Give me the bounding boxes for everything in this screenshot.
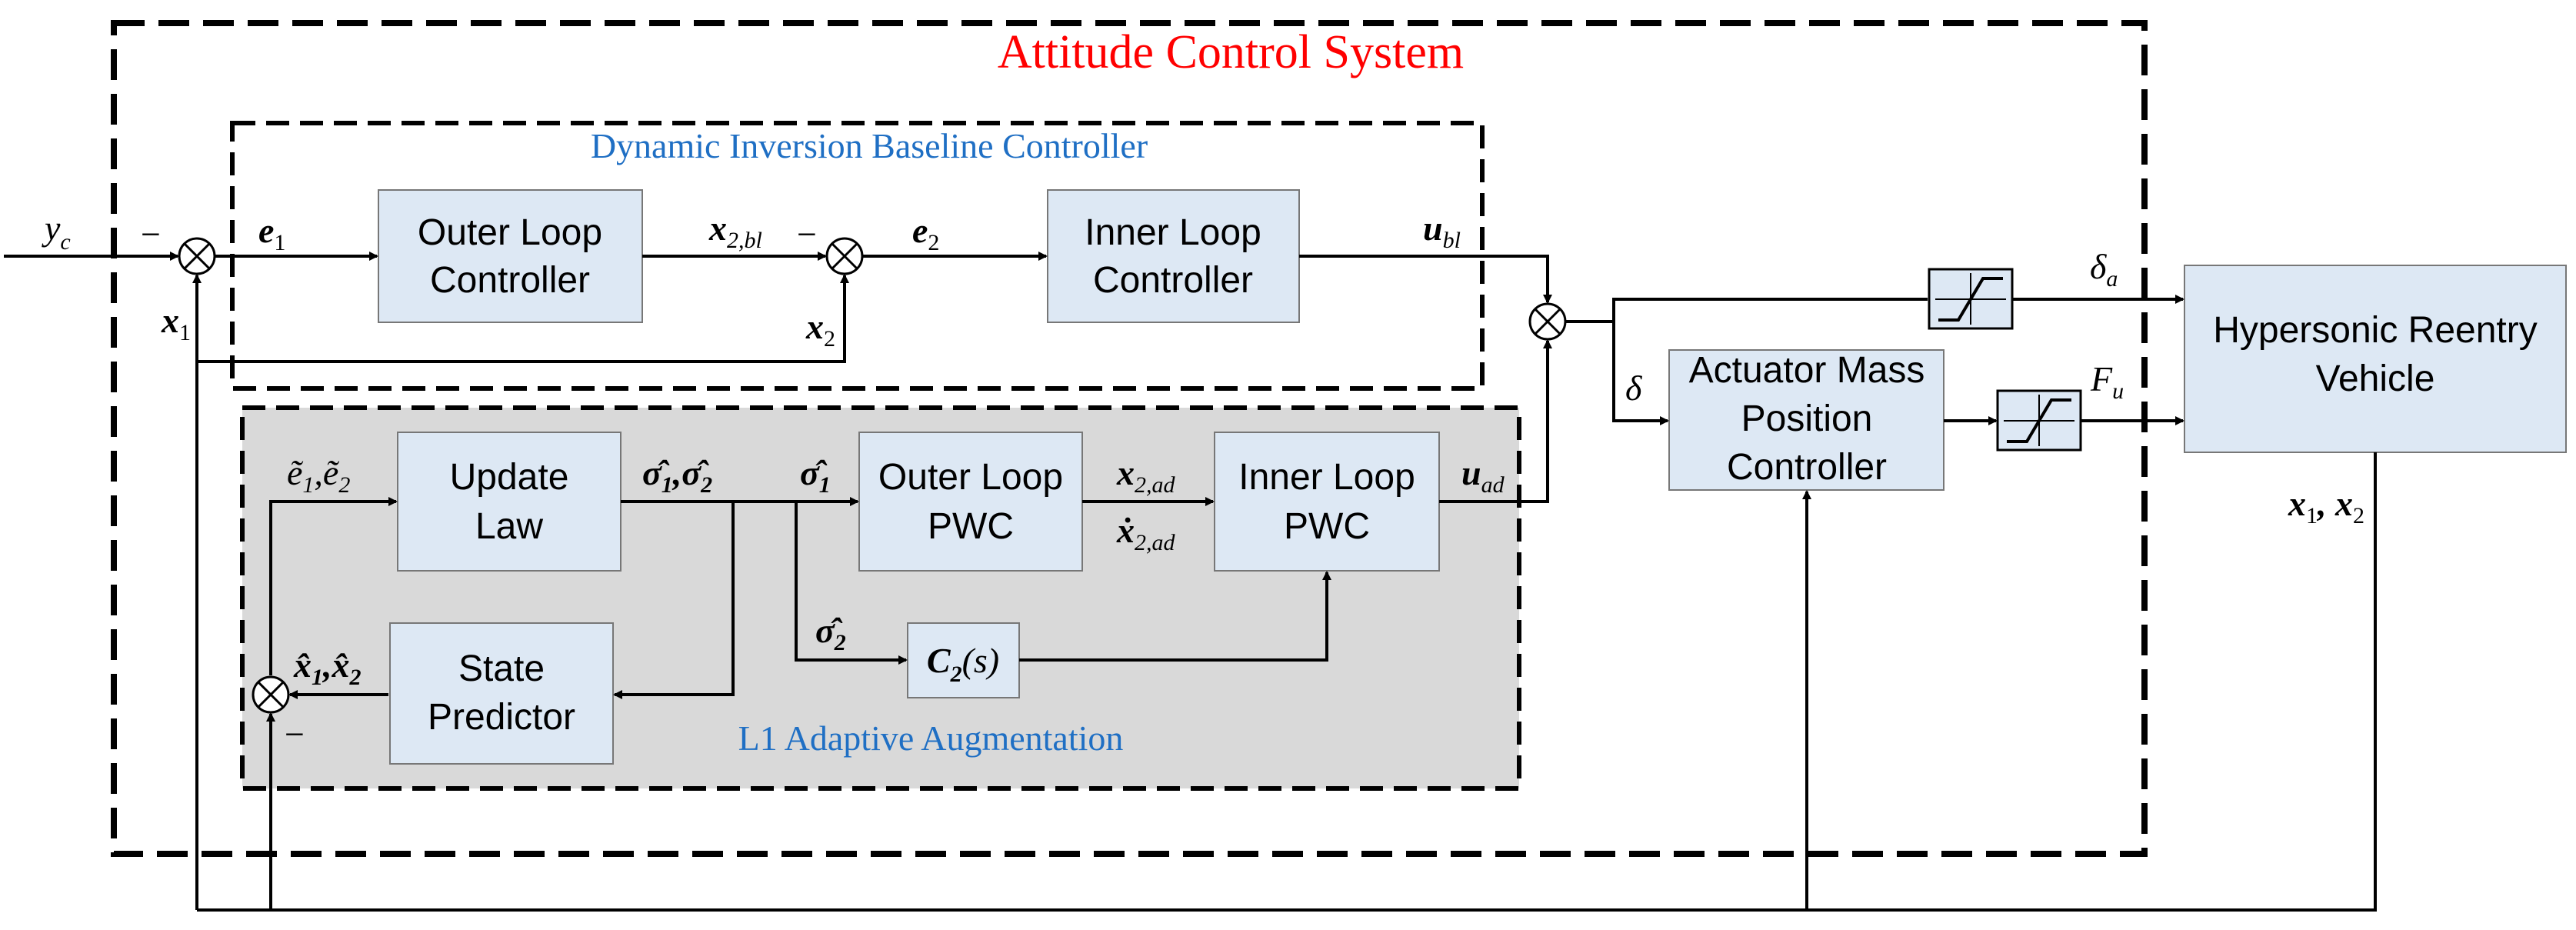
label-x2ad-dot: ẋ2,ad	[1116, 511, 1176, 555]
label-minus-sum1: −	[141, 215, 161, 254]
svg-text:Actuator Mass: Actuator Mass	[1689, 350, 1925, 391]
label-yc: yc	[42, 208, 71, 255]
label-uad: uad	[1461, 453, 1505, 498]
saturation-block-fu	[1996, 389, 2082, 452]
label-ubl: ubl	[1423, 208, 1461, 253]
label-e2: e2	[912, 211, 939, 255]
baseline-controller-title: Dynamic Inversion Baseline Controller	[591, 126, 1148, 165]
label-minus-sum4: −	[285, 715, 305, 754]
svg-text:Law: Law	[475, 506, 543, 547]
svg-text:Controller: Controller	[430, 260, 590, 301]
update-law-block: Update Law	[397, 432, 622, 572]
outer-loop-controller-block: Outer Loop Controller	[378, 189, 643, 323]
connection-lines	[4, 252, 2377, 912]
inner-loop-controller-block: Inner Loop Controller	[1047, 189, 1300, 323]
label-minus-sum2: −	[797, 215, 817, 254]
saturation-block-delta-a	[1928, 268, 2014, 330]
svg-text:Predictor: Predictor	[428, 697, 575, 738]
inner-loop-pwc-block: Inner Loop PWC	[1214, 432, 1440, 572]
sum-junction-3	[1528, 302, 1567, 341]
hypersonic-reentry-vehicle-block: Hypersonic Reentry Vehicle	[2184, 265, 2567, 453]
attitude-control-system-title: Attitude Control System	[998, 26, 1464, 78]
svg-text:Outer Loop: Outer Loop	[878, 457, 1063, 498]
label-x1x2: x1, x2	[2288, 484, 2364, 528]
sum-junction-2	[825, 237, 864, 275]
adaptive-augmentation-title: L1 Adaptive Augmentation	[738, 718, 1124, 758]
svg-text:PWC: PWC	[928, 506, 1014, 547]
sum-junction-4	[252, 675, 290, 714]
label-fu: Fu	[2090, 359, 2124, 404]
label-x2ad: x2,ad	[1116, 453, 1176, 498]
label-x2: x2	[805, 307, 835, 352]
c2-filter-block: C2(s)	[907, 622, 1020, 698]
label-sigmahat-2: σ̂2	[815, 611, 846, 655]
svg-text:C2(s): C2(s)	[927, 641, 999, 687]
svg-text:Vehicle: Vehicle	[2316, 358, 2435, 399]
label-xhat: x̂1,x̂2	[293, 645, 362, 690]
label-x1: x1	[161, 301, 191, 345]
svg-text:Controller: Controller	[1727, 447, 1887, 488]
svg-text:PWC: PWC	[1284, 506, 1370, 547]
svg-text:Position: Position	[1741, 398, 1873, 439]
svg-text:Outer Loop: Outer Loop	[418, 212, 602, 253]
label-x2bl: x2,bl	[708, 208, 762, 253]
label-delta-a: δa	[2090, 247, 2118, 292]
svg-text:Hypersonic Reentry: Hypersonic Reentry	[2213, 310, 2538, 351]
svg-text:Inner Loop: Inner Loop	[1238, 457, 1415, 498]
actuator-mass-position-controller-block: Actuator Mass Position Controller	[1668, 349, 1944, 491]
sum-junction-1	[178, 237, 216, 275]
svg-text:Update: Update	[450, 457, 569, 498]
svg-text:Inner Loop: Inner Loop	[1085, 212, 1261, 253]
label-etilde: ẽ1,ẽ2	[287, 453, 350, 498]
svg-text:State: State	[458, 648, 545, 689]
label-e1: e1	[258, 211, 285, 255]
label-sigmahat-1: σ̂1	[800, 453, 831, 498]
outer-loop-pwc-block: Outer Loop PWC	[858, 432, 1083, 572]
svg-text:Controller: Controller	[1093, 260, 1253, 301]
label-delta: δ	[1625, 368, 1642, 408]
state-predictor-block: State Predictor	[389, 622, 614, 765]
